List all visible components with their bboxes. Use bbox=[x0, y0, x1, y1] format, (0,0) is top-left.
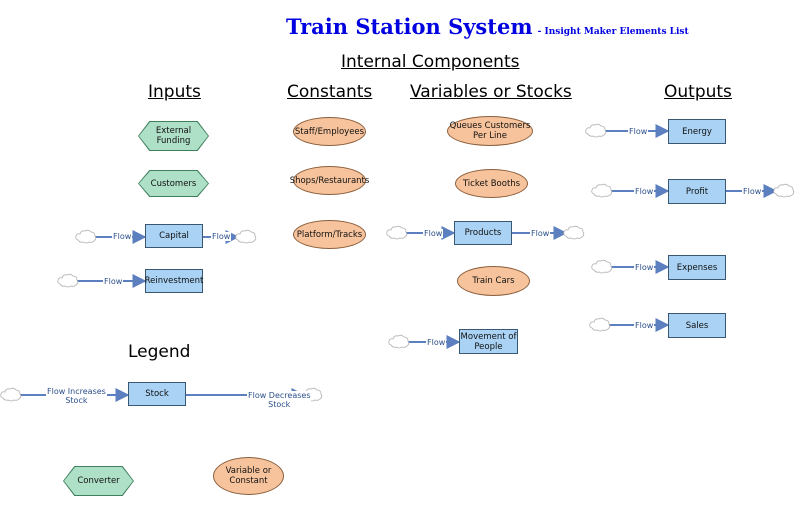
variable-shops-restaurants[interactable]: Shops/Restaurants bbox=[290, 166, 369, 195]
flow-label-capital-in: Flow bbox=[112, 232, 133, 241]
title-subtitle: - Insight Maker Elements List bbox=[537, 27, 689, 37]
heading-internal-components: Internal Components bbox=[341, 52, 520, 72]
flow-reinvestment-in-cloud-icon bbox=[57, 273, 79, 288]
stock-capital[interactable]: Capital bbox=[145, 224, 203, 248]
stock-profit[interactable]: Profit bbox=[668, 179, 726, 204]
heading-variables: Variables or Stocks bbox=[410, 82, 572, 102]
flow-label-products-out: Flow bbox=[530, 229, 551, 238]
legend-variable: Variable or Constant bbox=[213, 457, 284, 495]
title-main: Train Station System bbox=[286, 14, 533, 39]
variable-ticket-booths[interactable]: Ticket Booths bbox=[455, 169, 528, 198]
legend-flow-decreases-label: Flow Decreases Stock bbox=[247, 391, 312, 409]
flow-label-capital-out: Flow bbox=[211, 232, 232, 241]
flow-label-profit-out: Flow bbox=[742, 187, 763, 196]
legend-stock: Stock bbox=[128, 382, 186, 406]
stock-movement-of-people[interactable]: Movement of People bbox=[459, 329, 518, 354]
flow-label-reinvestment-in: Flow bbox=[103, 277, 124, 286]
stock-products[interactable]: Products bbox=[454, 221, 512, 245]
heading-constants: Constants bbox=[287, 82, 373, 102]
flow-products-out-cloud-icon bbox=[563, 225, 585, 240]
flow-profit-in-cloud-icon bbox=[591, 183, 613, 198]
flow-label-profit-in: Flow bbox=[634, 187, 655, 196]
converter-customers[interactable]: Customers bbox=[138, 170, 209, 197]
converter-label: Converter bbox=[64, 467, 133, 495]
flow-label-movement-in: Flow bbox=[426, 338, 447, 347]
converter-label: External Funding bbox=[139, 122, 208, 150]
flow-sales-in-cloud-icon bbox=[589, 317, 611, 332]
flow-capital-out-cloud-icon bbox=[235, 229, 257, 244]
variable-staff-employees[interactable]: Staff/Employees bbox=[293, 117, 366, 146]
legend-flow-increases-label: Flow Increases Stock bbox=[46, 387, 107, 405]
heading-legend: Legend bbox=[128, 342, 191, 362]
variable-queues-customers[interactable]: Queues Customers Per Line bbox=[447, 116, 533, 146]
flow-expenses-in-cloud-icon bbox=[591, 259, 613, 274]
stock-energy[interactable]: Energy bbox=[668, 119, 726, 144]
legend-converter: Converter bbox=[63, 466, 134, 496]
heading-inputs: Inputs bbox=[148, 82, 201, 102]
variable-train-cars[interactable]: Train Cars bbox=[457, 266, 530, 296]
flow-movement-in-cloud-icon bbox=[388, 334, 410, 349]
stock-sales[interactable]: Sales bbox=[668, 313, 726, 338]
flow-energy-in-cloud-icon bbox=[585, 123, 607, 138]
legend-flow-in-cloud-icon bbox=[0, 387, 22, 402]
flow-label-sales-in: Flow bbox=[634, 321, 655, 330]
converter-label: Customers bbox=[139, 171, 208, 196]
stock-expenses[interactable]: Expenses bbox=[668, 255, 726, 280]
heading-outputs: Outputs bbox=[664, 82, 732, 102]
diagram-title: Train Station System - Insight Maker Ele… bbox=[286, 14, 689, 39]
variable-platform-tracks[interactable]: Platform/Tracks bbox=[293, 220, 366, 249]
flow-products-in-cloud-icon bbox=[386, 225, 408, 240]
stock-reinvestment[interactable]: Reinvestment bbox=[145, 269, 203, 293]
flow-capital-in-cloud-icon bbox=[75, 229, 97, 244]
flow-label-energy-in: Flow bbox=[628, 127, 649, 136]
flow-label-expenses-in: Flow bbox=[634, 263, 655, 272]
flow-label-products-in: Flow bbox=[423, 229, 444, 238]
flow-profit-out-cloud-icon bbox=[773, 183, 795, 198]
converter-external-funding[interactable]: External Funding bbox=[138, 121, 209, 151]
